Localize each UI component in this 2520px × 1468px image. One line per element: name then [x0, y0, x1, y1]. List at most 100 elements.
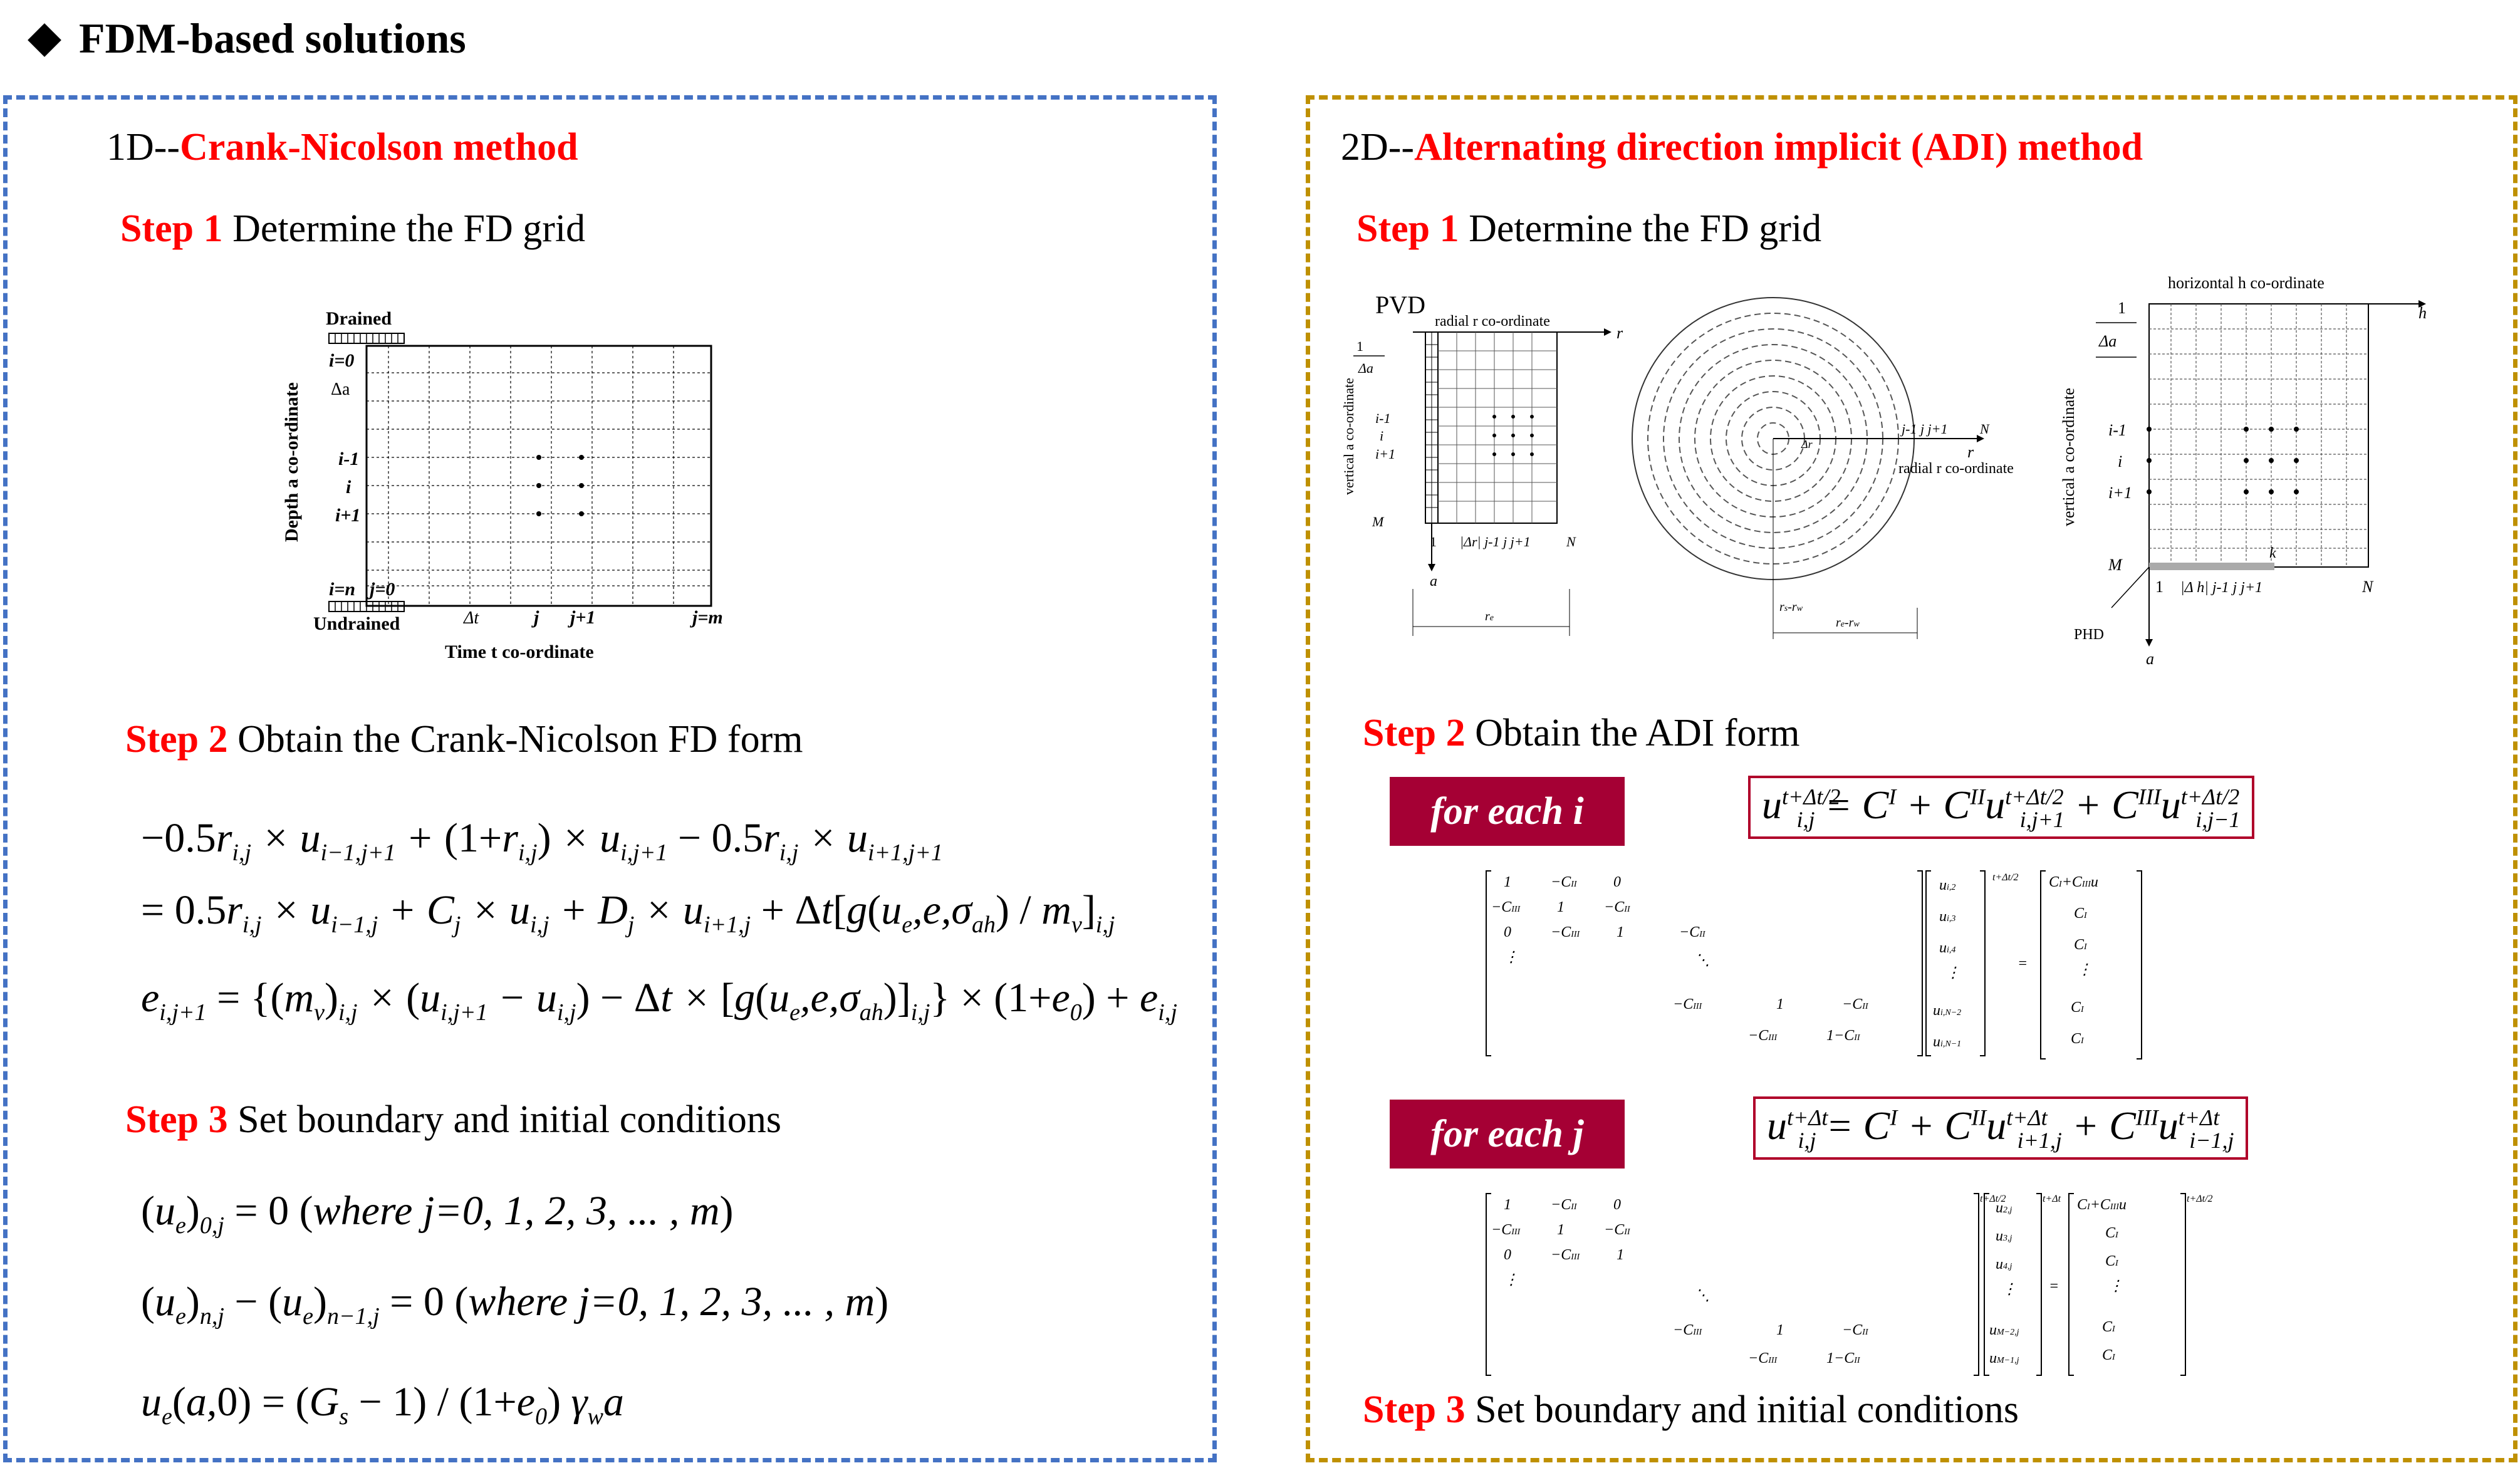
svg-text:ui,3: ui,3	[1939, 908, 1955, 925]
svg-text:1: 1	[1557, 1222, 1565, 1238]
svg-text:1: 1	[1617, 1247, 1624, 1263]
left-step3-label: Step 3	[125, 1098, 228, 1141]
svg-text:1: 1	[2118, 299, 2126, 317]
left-heading: 1D--Crank-Nicolson method	[107, 125, 578, 170]
left-heading-prefix: 1D--	[107, 126, 180, 169]
right-step1: Step 1 Determine the FD grid	[1356, 207, 1821, 251]
cn-equation-line1: −0.5ri,j × ui−1,j+1 + (1+ri,j) × ui,j+1 …	[141, 815, 943, 867]
phd-label: PHD	[2074, 627, 2104, 643]
radial-circle-diagram: r j-1 j j+1 N Δr radial r co-ordinate rs…	[1632, 297, 2014, 639]
svg-text:−CIII: −CIII	[1673, 996, 1703, 1013]
row-label-i-1: i-1	[338, 449, 359, 469]
svg-text:1: 1	[1617, 924, 1624, 940]
svg-text:i: i	[2118, 452, 2122, 471]
svg-text:−CIII: −CIII	[1491, 1222, 1521, 1238]
svg-text:1: 1	[1557, 899, 1565, 915]
svg-text:⋮: ⋮	[2108, 1278, 2123, 1294]
col-label-j0: j=0	[367, 579, 395, 600]
svg-text:Δr: Δr	[1801, 438, 1813, 450]
svg-text:−CIII: −CIII	[1748, 1028, 1778, 1044]
for-each-j-badge: for each j	[1390, 1100, 1625, 1169]
right-heading-method: Alternating direction implicit (ADI) met…	[1414, 126, 2143, 169]
svg-text:−CIII: −CIII	[1748, 1350, 1778, 1366]
svg-text:ui,N−2: ui,N−2	[1933, 1002, 1961, 1019]
adi-equation-i: ut+Δt/2i,j = CI + CIIut+Δt/2i,j+1 + CIII…	[1748, 776, 2254, 839]
left-step2-label: Step 2	[125, 718, 228, 761]
svg-text:N: N	[1566, 534, 1576, 549]
svg-text:r: r	[1967, 443, 1974, 461]
svg-text:−CIII: −CIII	[1673, 1322, 1703, 1338]
svg-text:0: 0	[1613, 874, 1621, 890]
horizontal-grid-diagram: horizontal h co-ordinate h 1 Δa i-1 i i+…	[2059, 274, 2427, 668]
right-step2: Step 2 Obtain the ADI form	[1363, 711, 1799, 756]
page-title-text: FDM-based solutions	[79, 14, 466, 62]
left-step2-text: Obtain the Crank-Nicolson FD form	[237, 718, 803, 761]
time-axis-label: Time t co-ordinate	[445, 642, 594, 662]
col-label-jm: j=m	[690, 607, 723, 628]
svg-text:CI+CIIIu: CI+CIIIu	[2049, 874, 2098, 890]
adi-equation-j: ut+Δti,j = CI + CIIut+Δti+1,j + CIIIut+Δ…	[1753, 1096, 2248, 1160]
svg-text:uM−1,j: uM−1,j	[1989, 1350, 2019, 1366]
svg-text:CI: CI	[2102, 1347, 2116, 1363]
right-step2-label: Step 2	[1363, 712, 1466, 754]
svg-text:h: h	[2418, 304, 2427, 322]
svg-text:−CII: −CII	[1842, 1322, 1869, 1338]
crank-nicolson-grid: Drained i=0 Δa i-1 i i+1 i=n j=0 Depth a…	[281, 308, 723, 662]
svg-text:M: M	[1372, 514, 1385, 529]
svg-text:i-1: i-1	[2108, 421, 2127, 439]
svg-text:CI: CI	[2071, 1031, 2085, 1047]
svg-text:uM−2,j: uM−2,j	[1989, 1322, 2019, 1338]
page-title: FDM-based solutions	[25, 14, 466, 63]
svg-text:N: N	[1979, 421, 1990, 437]
diamond-bullet-icon	[28, 23, 61, 58]
left-step3-text: Set boundary and initial conditions	[237, 1098, 782, 1141]
svg-text:i+1: i+1	[1375, 446, 1395, 462]
left-step3: Step 3 Set boundary and initial conditio…	[125, 1098, 781, 1142]
svg-text:⋮: ⋮	[1504, 1272, 1519, 1288]
initial-condition-equation: ue(a,0) = (Gs − 1) / (1+e0) γwa	[141, 1379, 624, 1430]
svg-text:Δa: Δa	[1358, 360, 1373, 376]
svg-text:N: N	[2361, 578, 2374, 596]
svg-text:=: =	[2049, 1278, 2059, 1294]
row-label-i+1: i+1	[335, 505, 360, 526]
col-label-j: j	[531, 607, 539, 628]
right-heading-prefix: 2D--	[1341, 126, 1415, 169]
svg-text:−CIII: −CIII	[1551, 1247, 1581, 1263]
bc2-where: where j=0, 1, 2, 3, ... , m	[468, 1279, 875, 1325]
svg-text:CI+CIIIu: CI+CIIIu	[2077, 1197, 2127, 1213]
adi-panel	[1306, 95, 2517, 1462]
svg-text:t+Δt: t+Δt	[2043, 1194, 2061, 1204]
svg-text:1: 1	[1504, 1197, 1511, 1213]
svg-text:a: a	[2146, 650, 2154, 668]
horizontal-axis-label: horizontal h co-ordinate	[2168, 274, 2325, 292]
svg-text:u4,j: u4,j	[1996, 1256, 2012, 1273]
right-heading: 2D--Alternating direction implicit (ADI)…	[1341, 125, 2143, 170]
left-heading-method: Crank-Nicolson method	[180, 126, 578, 169]
svg-text:i-1: i-1	[1375, 410, 1390, 426]
svg-text:k: k	[2269, 545, 2276, 561]
svg-text:−CIII: −CIII	[1551, 924, 1581, 940]
svg-text:1: 1	[1356, 338, 1363, 354]
svg-text:u3,j: u3,j	[1996, 1228, 2012, 1244]
for-each-i-badge: for each i	[1390, 777, 1625, 846]
col-label-dt: Δt	[463, 608, 479, 628]
bc-equation-1: (ue)0,j = 0 (where j=0, 1, 2, 3, ... , m…	[141, 1188, 734, 1239]
svg-text:−CII: −CII	[1842, 996, 1869, 1013]
svg-text:Δa: Δa	[2098, 332, 2116, 350]
svg-text:0: 0	[1504, 924, 1511, 940]
crank-nicolson-panel	[3, 95, 1217, 1462]
svg-text:CI: CI	[2071, 999, 2085, 1016]
svg-text:re-rw: re-rw	[1836, 616, 1860, 630]
svg-text:⋱: ⋱	[1695, 952, 1710, 969]
svg-text:⋮: ⋮	[2002, 1281, 2017, 1298]
svg-text:j-1 j j+1: j-1 j j+1	[1900, 421, 1948, 437]
row-label-in: i=n	[329, 579, 355, 600]
svg-text:0: 0	[1504, 1247, 1511, 1263]
svg-text:ui,2: ui,2	[1939, 877, 1955, 893]
svg-text:⋮: ⋮	[1945, 965, 1960, 981]
circle-radial-label: radial r co-ordinate	[1898, 461, 2014, 477]
pvd-vertical-label: vertical a co-ordinate	[1341, 378, 1356, 495]
left-step1: Step 1 Determine the FD grid	[120, 207, 585, 251]
